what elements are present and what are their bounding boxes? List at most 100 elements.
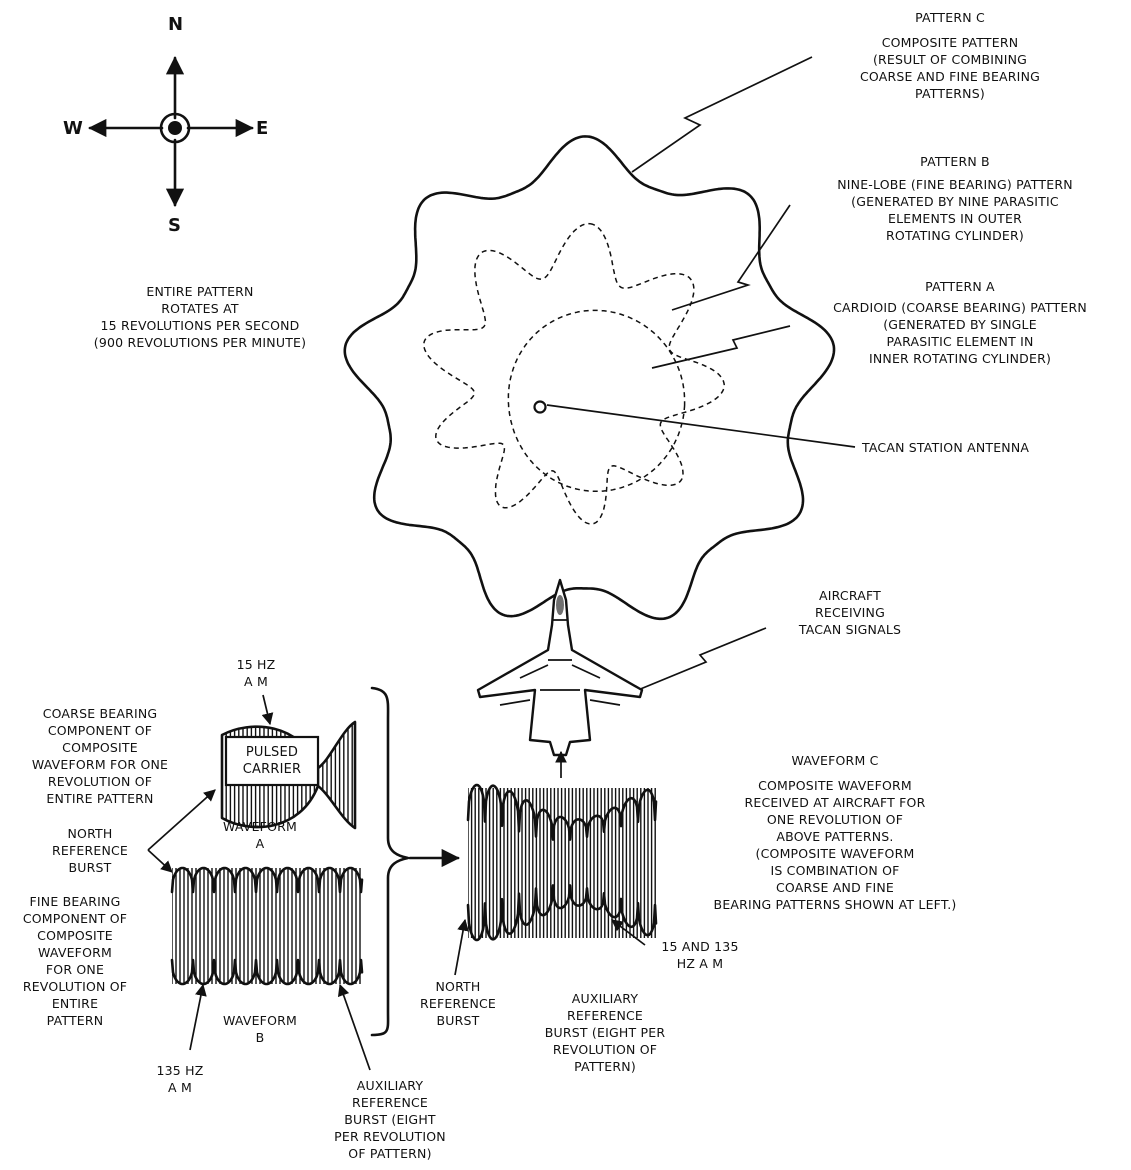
waveform-b-aux-line: PER REVOLUTION (334, 1129, 446, 1144)
waveform-c-desc-line: BEARING PATTERNS SHOWN AT LEFT.) (713, 897, 957, 912)
waveform-c-title: WAVEFORM C (791, 753, 879, 768)
waveform-a-title-line: WAVEFORM (223, 819, 297, 834)
pattern-a-line: PARASITIC ELEMENT IN (886, 334, 1034, 349)
rotation-note-line: ROTATES AT (161, 301, 239, 316)
tacan-antenna-icon (533, 400, 547, 414)
waveform-c-aux-line: REFERENCE (566, 1008, 644, 1023)
waveform-b-aux-line: OF PATTERN) (348, 1146, 432, 1161)
pattern-a-line: INNER ROTATING CYLINDER) (868, 351, 1052, 366)
waveform-a-desc-line: COMPOSITE (62, 740, 138, 755)
waveform-a-desc-line: ENTIRE PATTERN (46, 791, 154, 806)
waveform-b-desc-line: COMPONENT OF (22, 911, 128, 926)
aircraft-label-line: RECEIVING (815, 605, 885, 620)
waveform-c-desc-line: COMPOSITE WAVEFORM (758, 778, 912, 793)
waveform-c-am-line: 15 AND 135 (661, 939, 739, 954)
pattern-b-line: NINE-LOBE (FINE BEARING) PATTERN (837, 177, 1073, 192)
aircraft-leader (637, 627, 767, 691)
aircraft-icon (476, 578, 644, 778)
waveform-c-north-line: BURST (436, 1013, 480, 1028)
waveform-a-desc-line: COMPONENT OF (47, 723, 153, 738)
waveform-b-am-arrow (189, 983, 207, 1051)
waveform-c-desc-line: COARSE AND FINE (775, 880, 894, 895)
waveform-c-north-line: REFERENCE (419, 996, 497, 1011)
pattern-b-label: PATTERN B NINE-LOBE (FINE BEARING) PATTE… (795, 153, 1115, 244)
compass-south-label: S (168, 215, 181, 236)
pattern-b-line: ELEMENTS IN OUTER (888, 211, 1022, 226)
waveform-a-description: COARSE BEARING COMPONENT OF COMPOSITE WA… (0, 705, 200, 807)
waveform-a-desc-line: WAVEFORM FOR ONE (31, 757, 169, 772)
waveform-b-desc-line: FINE BEARING (29, 894, 121, 909)
pattern-c-line: (RESULT OF COMBINING (872, 52, 1028, 67)
pulsed-carrier-box (224, 735, 320, 787)
waveform-a-am-line: 15 Hz (236, 657, 276, 672)
rotation-note: ENTIRE PATTERN ROTATES AT 15 REVOLUTIONS… (50, 283, 350, 351)
waveform-b-aux-arrow (337, 983, 371, 1071)
waveform-b-title-line: B (255, 1030, 265, 1045)
pattern-b-line: (GENERATED BY NINE PARASITIC (851, 194, 1059, 209)
waveform-b-desc-line: PATTERN (46, 1013, 104, 1028)
rotation-note-line: 15 REVOLUTIONS PER SECOND (100, 318, 300, 333)
waveform-c-desc-line: RECEIVED AT AIRCRAFT FOR (744, 795, 926, 810)
waveform-b-am-label: 135 Hz A M (145, 1062, 215, 1096)
waveform-c-aux-line: BURST (EIGHT PER (544, 1025, 666, 1040)
waveform-b-aux-label: AUXILIARY REFERENCE BURST (EIGHT PER REV… (315, 1077, 465, 1162)
aircraft-label: AIRCRAFT RECEIVING TACAN SIGNALS (770, 587, 930, 638)
antenna-label: TACAN STATION ANTENNA (862, 440, 1030, 455)
waveform-b-desc-line: WAVEFORM (38, 945, 112, 960)
waveform-c-north-arrow (454, 918, 469, 976)
waveform-b-desc-line: FOR ONE (45, 962, 105, 977)
waveform-c-desc-line: (COMPOSITE WAVEFORM (755, 846, 915, 861)
pattern-c-line: COMPOSITE PATTERN (881, 35, 1019, 50)
aircraft-label-line: AIRCRAFT (819, 588, 881, 603)
north-burst-left-line: BURST (68, 860, 112, 875)
waveform-c-north-label: NORTH REFERENCE BURST (408, 978, 508, 1029)
pattern-leader-lines (546, 56, 856, 691)
waveform-b-graphic (170, 866, 371, 1071)
pattern-c-label: PATTERN C COMPOSITE PATTERN (RESULT OF C… (800, 9, 1100, 102)
waveform-c-aux-label: AUXILIARY REFERENCE BURST (EIGHT PER REV… (525, 990, 685, 1075)
waveform-a-desc-line: REVOLUTION OF (47, 774, 153, 789)
pulsed-carrier-line: CARRIER (242, 762, 302, 777)
waveform-b-aux-line: AUXILIARY (356, 1078, 424, 1093)
pattern-c-title: PATTERN C (915, 10, 985, 25)
waveform-c-desc-line: IS COMBINATION OF (770, 863, 900, 878)
waveform-b-title: WAVEFORM B (210, 1012, 310, 1046)
waveform-c-text: WAVEFORM C COMPOSITE WAVEFORM RECEIVED A… (690, 752, 980, 913)
north-burst-arrow-b (147, 849, 173, 873)
waveform-b-title-line: WAVEFORM (223, 1013, 297, 1028)
compass-east-label: E (256, 118, 269, 139)
waveform-c-desc-line: ABOVE PATTERNS. (776, 829, 894, 844)
waveform-b-aux-line: REFERENCE (351, 1095, 429, 1110)
pattern-a-title: PATTERN A (925, 279, 995, 294)
waveform-b-am-line: 135 Hz (156, 1063, 204, 1078)
pattern-b-nine-lobe-shape (423, 222, 725, 525)
waveform-b-desc-line: COMPOSITE (37, 928, 113, 943)
pattern-a-line: (GENERATED BY SINGLE (883, 317, 1037, 332)
waveform-c-am-arrow (611, 919, 646, 946)
waveform-c-am-label: 15 AND 135 Hz A M (640, 938, 760, 972)
rotation-note-line: ENTIRE PATTERN (146, 284, 254, 299)
waveform-a-am-label: 15 Hz A M (226, 656, 286, 690)
compass-center-icon (168, 121, 182, 135)
pulsed-carrier-label: PULSED CARRIER (226, 744, 318, 778)
combining-brace (370, 686, 410, 1037)
waveform-b-description: FINE BEARING COMPONENT OF COMPOSITE WAVE… (0, 893, 150, 1029)
pattern-b-line: ROTATING CYLINDER) (886, 228, 1024, 243)
pattern-c-line: PATTERNS) (915, 86, 985, 101)
pattern-c-composite-shape (343, 135, 836, 621)
waveform-a-title-line: A (255, 836, 265, 851)
aircraft-label-line: TACAN SIGNALS (798, 622, 902, 637)
waveform-b-desc-line: REVOLUTION OF (22, 979, 128, 994)
pulsed-carrier-line: PULSED (245, 745, 299, 760)
waveform-c-aux-line: AUXILIARY (571, 991, 639, 1006)
compass-rose (88, 56, 254, 207)
pattern-a-line: CARDIOID (COARSE BEARING) PATTERN (833, 300, 1087, 315)
waveform-a-desc-line: COARSE BEARING (42, 706, 158, 721)
compass-hub (159, 112, 191, 144)
pattern-a-label: PATTERN A CARDIOID (COARSE BEARING) PATT… (790, 278, 1130, 367)
pattern-c-line: COARSE AND FINE BEARING (859, 69, 1041, 84)
waveform-c-am-line: Hz A M (676, 956, 724, 971)
waveform-a-am-line: A M (244, 674, 268, 689)
waveform-c-desc-line: ONE REVOLUTION OF (766, 812, 904, 827)
